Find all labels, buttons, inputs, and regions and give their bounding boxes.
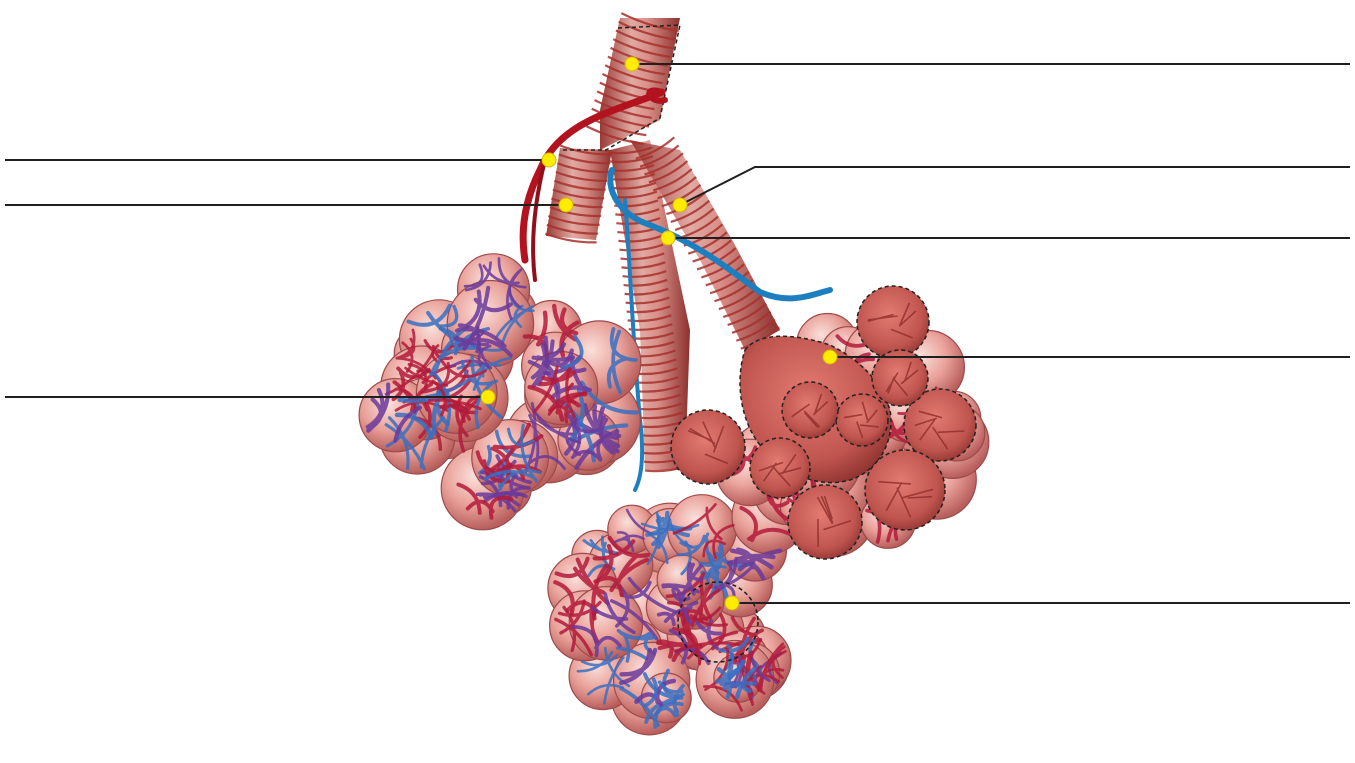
marker-capillary-network: [481, 390, 495, 404]
marker-pulmonary-vein-branch: [661, 231, 675, 245]
cut-alveolus: [782, 382, 838, 438]
marker-pulmonary-artery-branch: [542, 153, 556, 167]
leader-line-smooth-muscle: [680, 167, 1350, 205]
marker-respiratory-bronchiole: [559, 198, 573, 212]
marker-alveolar-duct: [823, 350, 837, 364]
marker-terminal-bronchiole: [625, 57, 639, 71]
cut-alveolus: [872, 350, 928, 406]
cut-alveolus: [857, 286, 929, 358]
marker-alveolus: [725, 596, 739, 610]
marker-smooth-muscle: [673, 198, 687, 212]
cut-alveolus: [671, 410, 745, 484]
